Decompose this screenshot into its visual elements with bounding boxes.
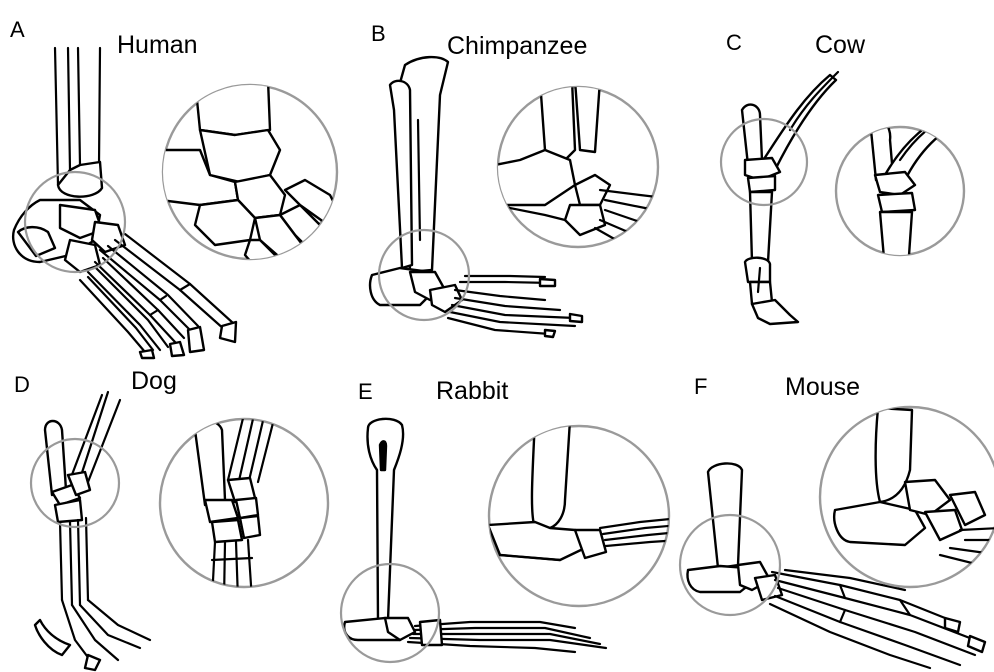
panel-human: A Human [10,17,345,358]
panel-letter-a: A [10,17,25,42]
panel-chimpanzee: B Chimpanzee [370,21,665,337]
panel-title-dog: Dog [131,367,177,395]
panel-letter-c: C [726,30,742,55]
panel-letter-e: E [358,379,373,404]
panel-letter-b: B [371,21,386,46]
panel-dog: D Dog [14,367,328,670]
panel-title-chimpanzee: Chimpanzee [447,32,587,60]
panel-rabbit: E Rabbit [341,377,680,662]
cow-leg-skeleton [742,72,838,324]
panel-title-rabbit: Rabbit [436,377,508,405]
panel-letter-d: D [14,372,30,397]
panel-cow: C Cow [721,30,965,324]
zoom-circle-rabbit [489,426,669,606]
panel-mouse: F Mouse [680,373,994,668]
dog-leg-skeleton [35,392,150,670]
panel-title-human: Human [117,31,198,59]
panel-title-cow: Cow [815,31,866,59]
panel-title-mouse: Mouse [785,373,860,401]
panel-letter-f: F [694,374,707,399]
